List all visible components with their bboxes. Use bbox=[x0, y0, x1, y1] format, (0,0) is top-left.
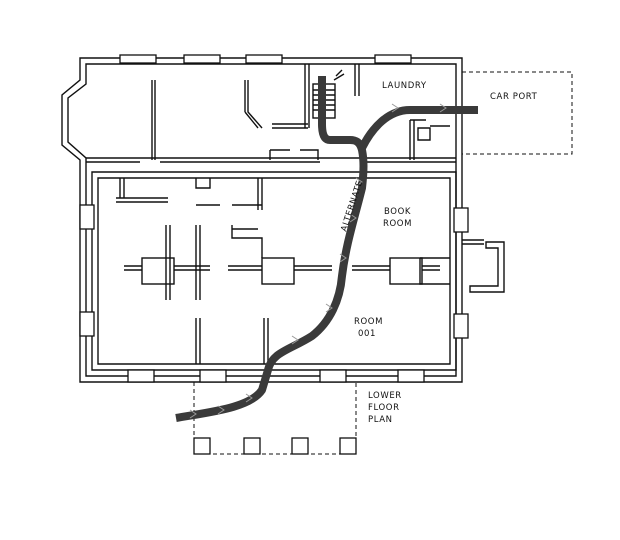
alternate-route bbox=[175, 76, 478, 422]
book-room-label-line2: ROOM bbox=[383, 219, 412, 229]
plan-label-line3: PLAN bbox=[368, 415, 393, 425]
room-label-line2: 001 bbox=[358, 329, 376, 339]
laundry-label: LAUNDRY bbox=[382, 81, 427, 91]
plan-label-line2: FLOOR bbox=[368, 403, 400, 413]
side-entry bbox=[462, 239, 505, 293]
room-label-line1: ROOM bbox=[354, 317, 383, 327]
book-room-label-line1: BOOK bbox=[384, 207, 411, 217]
lower-partitions bbox=[116, 178, 450, 364]
car-port-outline bbox=[462, 71, 573, 155]
staircase bbox=[312, 69, 345, 119]
window-bays bbox=[79, 54, 469, 383]
plan-label-line1: LOWER bbox=[368, 391, 402, 401]
porch bbox=[193, 382, 357, 455]
outer-walls bbox=[61, 57, 463, 383]
car-port-label: CAR PORT bbox=[490, 92, 538, 102]
upper-partitions bbox=[86, 64, 456, 163]
